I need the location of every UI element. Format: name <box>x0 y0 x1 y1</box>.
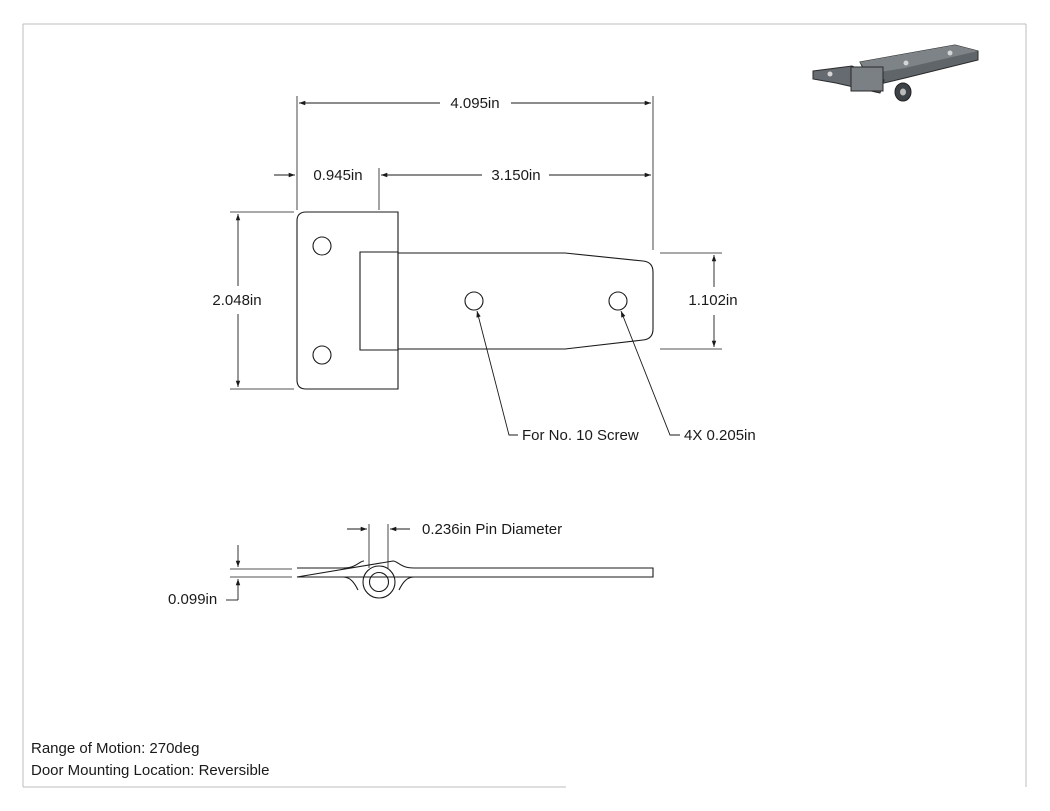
drawing-frame <box>22 23 1027 788</box>
dimension-labels: 4.095in 0.945in 3.150in 2.048in 1.102in … <box>168 95 756 608</box>
hinge-front-view <box>296 211 654 390</box>
dimension-lines <box>226 100 717 601</box>
hinge-side-view <box>296 560 654 599</box>
label-screw-callout: For No. 10 Screw <box>522 427 639 444</box>
extension-lines <box>230 96 722 578</box>
mounting-hole <box>312 236 332 256</box>
label-strap-length: 3.150in <box>491 167 540 184</box>
mounting-hole <box>608 291 628 311</box>
pin-knuckle <box>362 565 396 599</box>
label-hole-callout: 4X 0.205in <box>684 427 756 444</box>
label-overall-length: 4.095in <box>450 95 499 112</box>
label-pin-diameter: 0.236in Pin Diameter <box>422 521 562 538</box>
label-leaf-height: 2.048in <box>212 292 261 309</box>
label-knuckle-leaf-width: 0.945in <box>313 167 362 184</box>
leader-lines <box>476 310 680 436</box>
note-door-mounting: Door Mounting Location: Reversible <box>31 762 270 779</box>
label-strap-height: 1.102in <box>688 292 737 309</box>
knuckle-leaf-outline <box>296 211 399 390</box>
mounting-hole <box>464 291 484 311</box>
note-range-of-motion: Range of Motion: 270deg <box>31 740 200 757</box>
hinge-isometric-view <box>812 44 979 102</box>
label-thickness: 0.099in <box>168 591 217 608</box>
mounting-hole <box>312 345 332 365</box>
hinge-pin <box>368 571 390 593</box>
strap-outline <box>359 251 654 351</box>
